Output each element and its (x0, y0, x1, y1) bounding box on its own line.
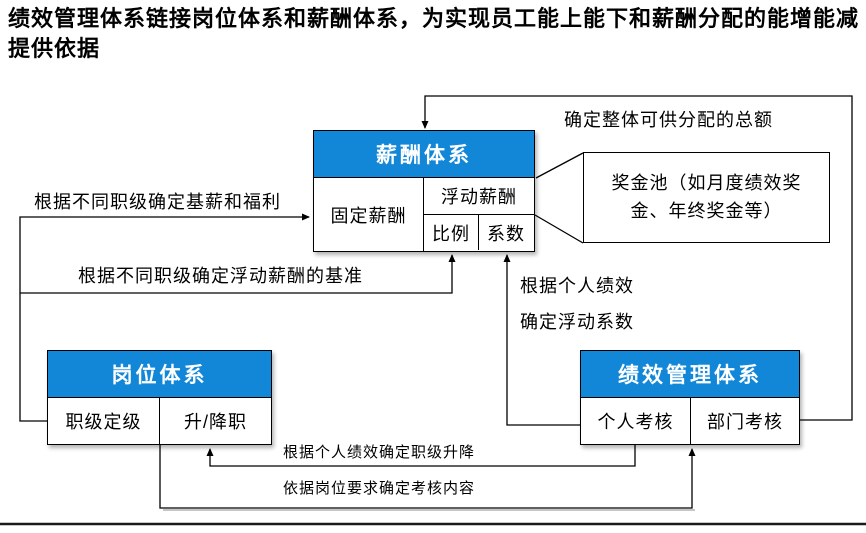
performance-system-header: 绩效管理体系 (581, 351, 799, 398)
fixed-salary-cell: 固定薪酬 (314, 178, 424, 251)
promotion-demotion-cell: 升/降职 (160, 398, 271, 444)
floating-salary-column: 浮动薪酬 比例 系数 (424, 178, 534, 251)
annotation-assessment-content: 依据岗位要求确定考核内容 (283, 480, 476, 497)
compensation-system-box: 薪酬体系 固定薪酬 浮动薪酬 比例 系数 (313, 130, 535, 252)
annotation-total-pool: 确定整体可供分配的总额 (564, 110, 773, 130)
line-total-pool (421, 95, 853, 421)
coefficient-cell: 系数 (479, 215, 533, 250)
callout-line-upper (535, 152, 584, 179)
department-assessment-cell: 部门考核 (691, 398, 799, 444)
position-system-header: 岗位体系 (48, 351, 271, 398)
compensation-system-body: 固定薪酬 浮动薪酬 比例 系数 (314, 178, 534, 251)
line-personal-perf (503, 254, 581, 426)
annotation-personal-perf-line2: 确定浮动系数 (520, 312, 634, 332)
performance-system-box: 绩效管理体系 个人考核 部门考核 (580, 350, 800, 445)
annotation-floating-base: 根据不同职级确定浮动薪酬的基准 (78, 266, 363, 286)
annotation-base-salary: 根据不同职级确定基薪和福利 (34, 192, 281, 212)
line-floating-base (20, 254, 456, 294)
line-base-salary (19, 213, 310, 422)
line-assessment-content (159, 444, 696, 509)
rank-grading-cell: 职级定级 (48, 398, 160, 444)
individual-assessment-cell: 个人考核 (581, 398, 691, 444)
annotation-rank-change: 根据个人绩效确定职级升降 (283, 444, 476, 461)
compensation-system-header: 薪酬体系 (314, 131, 534, 178)
line-rank-change (206, 444, 636, 467)
page-title: 绩效管理体系链接岗位体系和薪酬体系，为实现员工能上能下和薪酬分配的能增能减提供依… (8, 6, 860, 61)
position-system-box: 岗位体系 职级定级 升/降职 (47, 350, 272, 445)
ratio-cell: 比例 (424, 215, 479, 250)
bonus-pool-box: 奖金池（如月度绩效奖金、年终奖金等） (583, 152, 830, 243)
callout-line-lower (534, 214, 584, 244)
floating-salary-cell: 浮动薪酬 (424, 178, 534, 215)
annotation-personal-perf-line1: 根据个人绩效 (520, 276, 634, 296)
